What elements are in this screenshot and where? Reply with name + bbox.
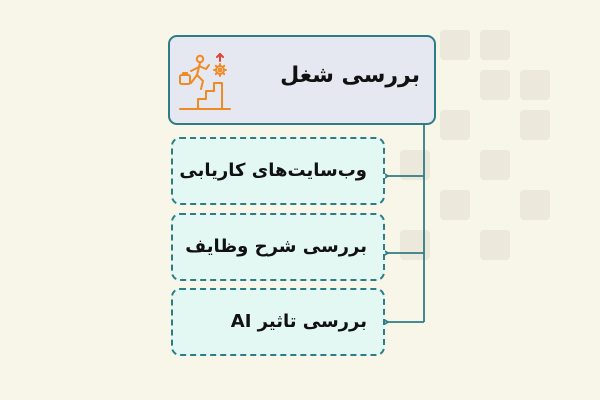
root-title: بررسی شغل bbox=[280, 63, 420, 88]
child-node-job-description: بررسی شرح وظایف bbox=[171, 213, 385, 281]
root-node: بررسی شغل bbox=[168, 35, 436, 125]
child-label-job-description: بررسی شرح وظایف bbox=[185, 236, 367, 257]
child-label-job-websites: وب‌سایت‌های کاریابی bbox=[179, 160, 367, 181]
child-node-job-websites: وب‌سایت‌های کاریابی bbox=[171, 137, 385, 205]
child-label-ai-impact: بررسی تاثیر AI bbox=[230, 311, 367, 332]
child-node-ai-impact: بررسی تاثیر AI bbox=[171, 288, 385, 356]
career-growth-icon bbox=[179, 53, 231, 110]
